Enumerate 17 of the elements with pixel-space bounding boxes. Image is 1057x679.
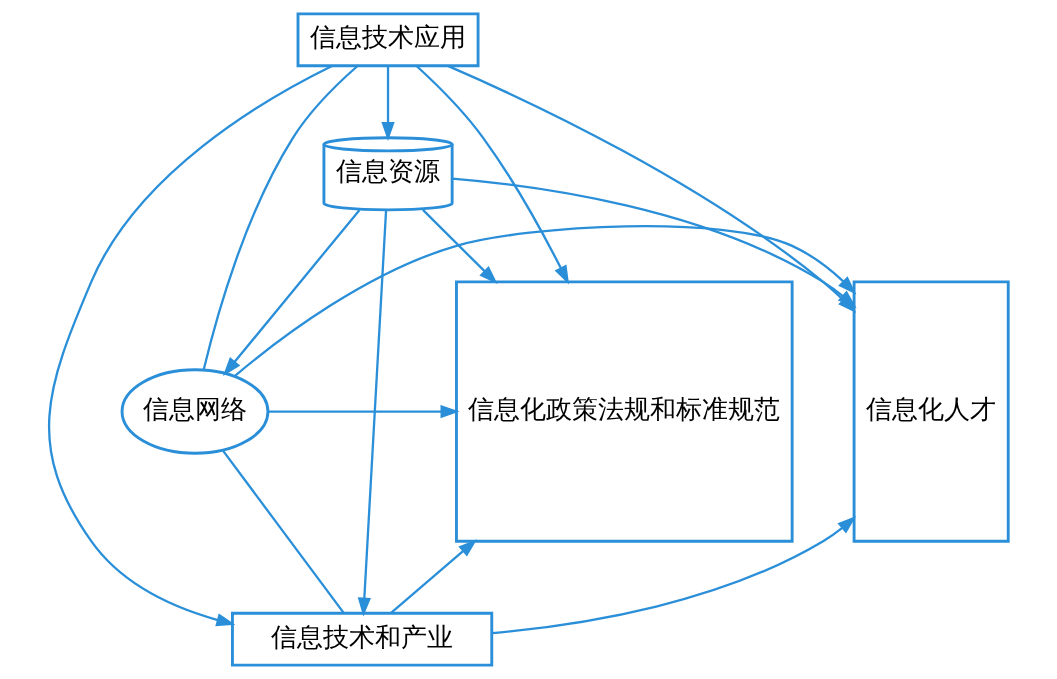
node-box: 信息化政策法规和标准规范 [455, 280, 794, 543]
arrow [422, 209, 498, 285]
connector [202, 65, 359, 371]
node-box: 信息化人才 [852, 280, 1010, 543]
arrow [415, 65, 570, 285]
arrow [222, 209, 361, 377]
arrow [268, 404, 460, 419]
arrow [48, 64, 333, 627]
arrow [357, 209, 388, 617]
node-box: 信息技术和产业 [231, 611, 494, 667]
arrow [381, 65, 395, 141]
arrow [491, 515, 857, 635]
connector [222, 449, 345, 614]
node-box: 信息技术应用 [296, 12, 480, 68]
arrow [452, 177, 857, 309]
node-ellipse: 信息网络 [120, 368, 270, 455]
arrow [390, 539, 478, 614]
